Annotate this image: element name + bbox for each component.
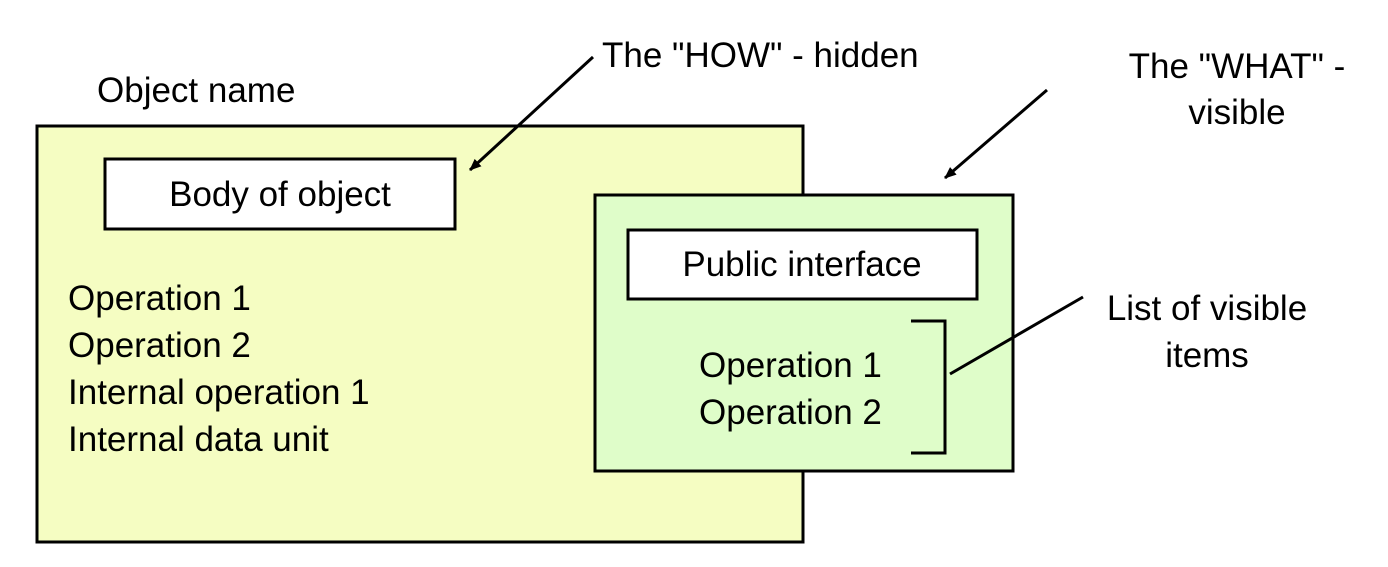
list-annotation-line-1: List of visible: [1107, 289, 1307, 328]
body-label-box: [103, 157, 457, 231]
list-annotation-line-2: items: [1165, 336, 1249, 375]
interface-item-operation-1: Operation 1: [699, 346, 882, 385]
what-annotation-line-2: visible: [1188, 93, 1285, 132]
body-item-internal-operation-1: Internal operation 1: [68, 373, 370, 412]
body-item-internal-data-unit: Internal data unit: [68, 420, 329, 459]
list-pointer-line: [949, 295, 1084, 376]
what-annotation-line-1: The "WHAT" -: [1129, 47, 1346, 86]
object-name: Object name: [97, 71, 295, 110]
how-annotation: The "HOW" - hidden: [602, 36, 919, 75]
visible-items-bracket: [911, 319, 947, 455]
interface-label: Public interface: [682, 245, 921, 284]
how-arrow: [468, 55, 595, 172]
what-arrow: [944, 88, 1048, 180]
body-item-operation-2: Operation 2: [68, 326, 251, 365]
interface-item-operation-2: Operation 2: [699, 393, 882, 432]
interface-label-box: [626, 228, 979, 301]
body-item-operation-1: Operation 1: [68, 279, 251, 318]
body-label: Body of object: [169, 175, 391, 214]
